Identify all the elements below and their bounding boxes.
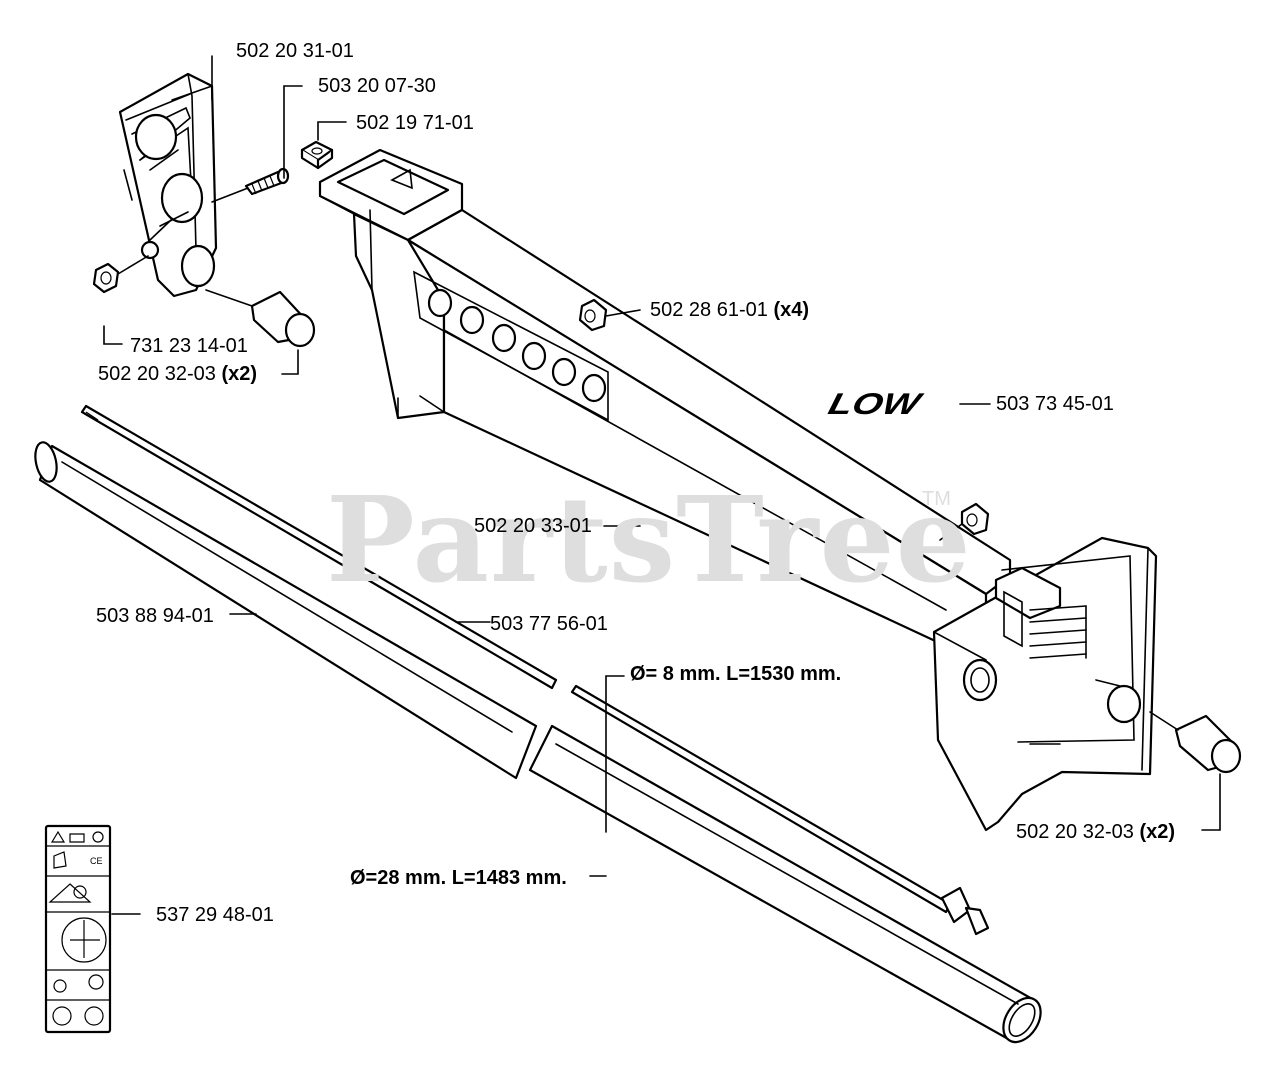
label-handle[interactable]: 502 20 31-01	[236, 40, 354, 62]
label-housing[interactable]: 502 20 33-01	[474, 515, 592, 537]
label-end-cap-right[interactable]: 502 20 32-03 (x2)	[1016, 821, 1175, 843]
trademark-symbol: TM	[922, 488, 951, 510]
clip-part	[578, 298, 990, 541]
label-square-nut[interactable]: 502 19 71-01	[356, 112, 474, 134]
label-shaft[interactable]: 503 77 56-01	[490, 613, 608, 635]
drive-shaft-part	[80, 404, 990, 936]
svg-text:CE: CE	[90, 856, 103, 866]
tube-part	[34, 441, 1042, 1044]
label-tube-dimensions: Ø=28 mm. L=1483 mm.	[350, 867, 567, 889]
label-tube[interactable]: 503 88 94-01	[96, 605, 214, 627]
label-screw[interactable]: 503 20 07-30	[318, 75, 436, 97]
housing-part	[318, 148, 1158, 832]
warning-label-part: CE	[44, 824, 112, 1034]
end-cap-right-part	[1149, 711, 1242, 831]
low-decal-logo: LOW	[825, 387, 926, 420]
handle-part	[118, 72, 218, 298]
svg-text:LOW: LOW	[825, 387, 926, 420]
label-end-cap-left-number: 502 20 32-03	[98, 363, 216, 385]
label-hex-nut[interactable]: 731 23 14-01	[130, 335, 248, 357]
label-decal[interactable]: 503 73 45-01	[996, 393, 1114, 415]
label-end-cap-right-number: 502 20 32-03	[1016, 821, 1134, 843]
label-clip[interactable]: 502 28 61-01 (x4)	[650, 299, 809, 321]
screw-part	[211, 85, 303, 203]
label-end-cap-left-qty: (x2)	[221, 363, 258, 385]
watermark-text: PartsTree	[326, 470, 972, 609]
end-cap-left-part	[205, 289, 316, 375]
label-end-cap-right-qty: (x2)	[1139, 821, 1176, 843]
label-clip-qty: (x4)	[773, 299, 810, 321]
label-shaft-dimensions: Ø= 8 mm. L=1530 mm.	[630, 663, 842, 685]
leader-lines	[111, 55, 991, 915]
label-end-cap-left[interactable]: 502 20 32-03 (x2)	[98, 363, 257, 385]
label-warning-decal[interactable]: 537 29 48-01	[156, 904, 274, 926]
label-clip-number: 502 28 61-01	[650, 299, 768, 321]
hex-nut-part	[92, 255, 149, 345]
square-nut-part	[300, 121, 347, 170]
